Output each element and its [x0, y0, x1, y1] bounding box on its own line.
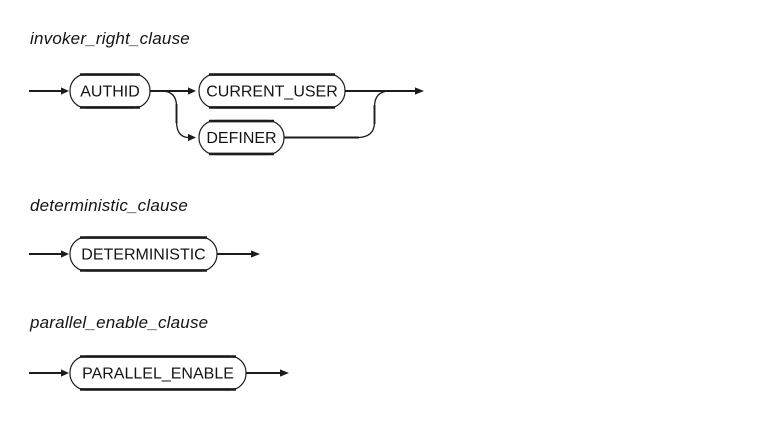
terminal-box-deterministic-edges — [80, 236, 207, 272]
terminal-label-definer: DEFINER — [206, 130, 276, 147]
arrowhead-icon — [188, 87, 196, 95]
terminal-box-parallel-enable-edges — [80, 355, 236, 391]
terminal-label-parallel-enable: PARALLEL_ENABLE — [82, 366, 234, 383]
terminal-label-current-user: CURRENT_USER — [206, 84, 338, 101]
branch-split-curve — [175, 120, 190, 139]
diagram-title-invoker-right-clause: invoker_right_clause — [30, 29, 190, 48]
arrowhead-icon — [251, 250, 260, 258]
terminal-box-definer-edges — [209, 119, 274, 156]
arrowhead-icon — [61, 369, 69, 377]
terminal-label-authid: AUTHID — [80, 84, 140, 101]
diagram-title-deterministic-clause: deterministic_clause — [30, 196, 189, 215]
branch-merge-curve — [356, 121, 376, 139]
terminal-box-authid-edges — [80, 73, 140, 109]
arrowhead-icon — [415, 87, 424, 95]
branch-split-curve — [160, 90, 178, 107]
arrowhead-icon — [280, 369, 289, 377]
arrowhead-icon — [61, 87, 69, 95]
arrowhead-icon — [188, 133, 196, 142]
branch-merge-curve — [373, 90, 391, 108]
terminal-label-deterministic: DETERMINISTIC — [81, 247, 205, 264]
diagram-title-parallel-enable-clause: parallel_enable_clause — [30, 313, 209, 332]
arrowhead-icon — [61, 250, 69, 258]
terminal-box-current-user-edges — [209, 73, 335, 109]
railroad-deterministic-clause: DETERMINISTIC — [29, 236, 260, 272]
railroad-invoker-right-clause: AUTHID CURRENT_USER DEFINER — [29, 73, 424, 156]
railroad-parallel-enable-clause: PARALLEL_ENABLE — [29, 355, 289, 391]
